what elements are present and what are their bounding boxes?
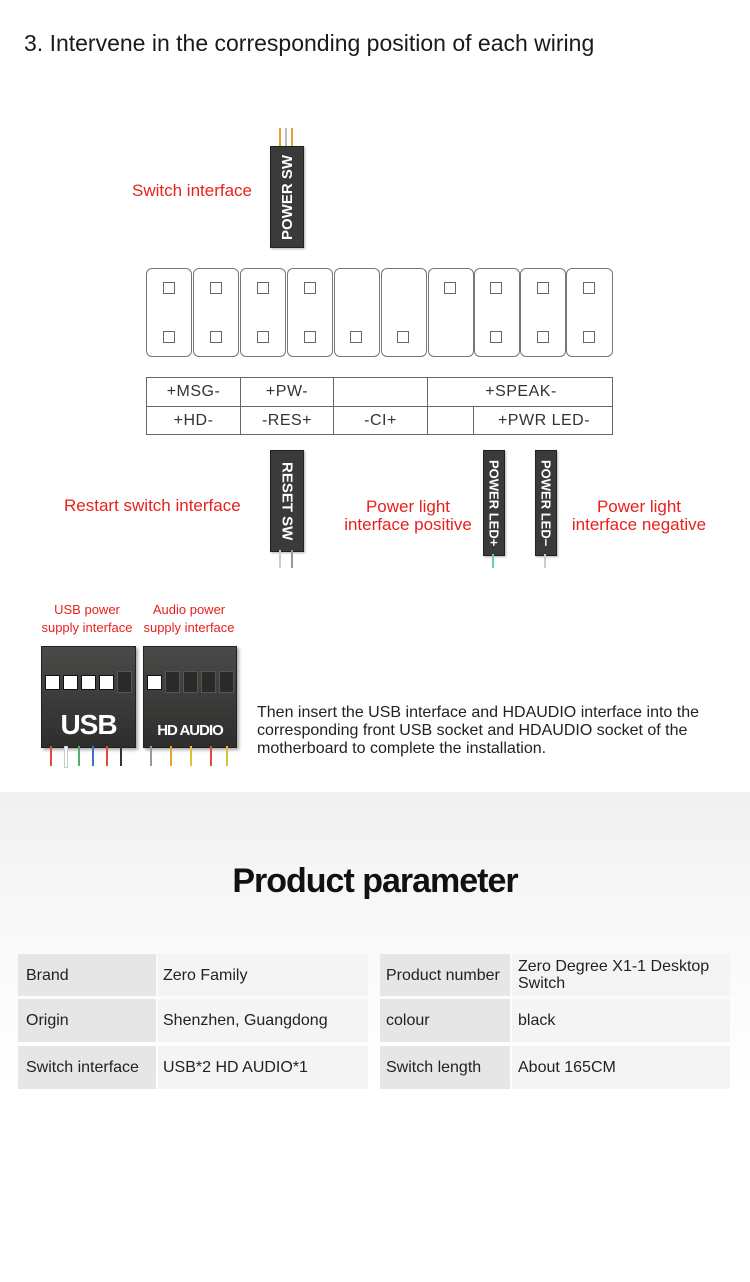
plug-groove xyxy=(219,671,234,693)
pin-label-pwr-led: +PWR LED- xyxy=(497,411,591,429)
pin-hole xyxy=(490,282,502,294)
power-led-plus-text: POWER LED+ xyxy=(486,459,502,547)
reset-sw-text: RESET SW xyxy=(278,461,296,541)
wire xyxy=(64,746,68,768)
pin-hole xyxy=(210,331,222,343)
step-title: 3. Intervene in the corresponding positi… xyxy=(24,30,595,56)
plug-groove xyxy=(201,671,216,693)
pin-hole xyxy=(583,282,595,294)
param-value: black xyxy=(512,999,730,1042)
power-led-plus-cable: POWER LED+ xyxy=(483,450,505,556)
power-light-negative-line1: Power light xyxy=(596,497,682,516)
audio-power-line2: supply interface xyxy=(143,620,235,635)
pin-hole xyxy=(444,282,456,294)
plug-pin xyxy=(45,675,60,690)
power-light-positive-label: Power light interface positive xyxy=(340,498,476,534)
wire xyxy=(279,128,281,148)
pin-hole xyxy=(210,282,222,294)
wire xyxy=(492,554,494,568)
power-light-positive-line2: interface positive xyxy=(344,515,472,534)
wire xyxy=(285,128,287,148)
param-value: USB*2 HD AUDIO*1 xyxy=(158,1046,368,1089)
wire xyxy=(106,746,108,766)
wire xyxy=(291,550,293,568)
usb-plug-text: USB xyxy=(60,709,117,740)
pin-hole xyxy=(397,331,409,343)
pin-label-msg: +MSG- xyxy=(147,378,241,406)
pin-hole xyxy=(163,331,175,343)
power-led-minus-cable: POWER LED− xyxy=(535,450,557,556)
pin-label-grid: +MSG- +PW- +SPEAK- +HD- -RES+ -CI+ +PWR … xyxy=(146,377,613,435)
wire xyxy=(291,128,293,148)
param-key: Switch length xyxy=(380,1046,510,1089)
pin-hole xyxy=(583,331,595,343)
pin-hole xyxy=(537,331,549,343)
pin-label-res: -RES+ xyxy=(241,407,334,434)
wire xyxy=(92,746,94,766)
audio-power-line1: Audio power xyxy=(152,602,226,617)
param-value: About 165CM xyxy=(512,1046,730,1089)
pin-hole xyxy=(257,282,269,294)
pin-slot xyxy=(381,268,427,357)
power-led-minus-text: POWER LED− xyxy=(538,459,554,547)
plug-groove xyxy=(117,671,132,693)
pin-hole xyxy=(304,282,316,294)
pin-label-speak: +SPEAK- xyxy=(485,383,557,400)
wire xyxy=(544,554,546,568)
plug-groove xyxy=(165,671,180,693)
plug-pin xyxy=(81,675,96,690)
plug-pin xyxy=(99,675,114,690)
param-value: Shenzhen, Guangdong xyxy=(158,999,368,1042)
pin-slot xyxy=(334,268,380,357)
usb-plug: USB xyxy=(41,646,136,748)
plug-pin xyxy=(63,675,78,690)
reset-sw-cable: RESET SW xyxy=(270,450,304,552)
installation-note: Then insert the USB interface and HDAUDI… xyxy=(257,704,699,757)
pin-hole xyxy=(490,331,502,343)
pin-hole xyxy=(350,331,362,343)
pin-label-empty xyxy=(334,378,428,406)
pin-label-hd: +HD- xyxy=(147,407,241,434)
wire xyxy=(226,746,228,766)
usb-power-line1: USB power xyxy=(54,602,120,617)
param-key: colour xyxy=(380,999,510,1042)
plug-pin xyxy=(147,675,162,690)
hdaudio-plug-text: HD AUDIO xyxy=(157,722,224,739)
pin-hole xyxy=(163,282,175,294)
power-sw-cable: POWER SW xyxy=(270,146,304,248)
wire xyxy=(150,746,152,766)
usb-power-line2: supply interface xyxy=(41,620,133,635)
restart-switch-label: Restart switch interface xyxy=(64,496,241,515)
param-key: Product number xyxy=(380,954,510,996)
power-light-negative-label: Power light interface negative xyxy=(566,498,712,534)
power-light-negative-line2: interface negative xyxy=(571,515,707,534)
usb-power-label: USB power supply interface xyxy=(36,601,138,637)
pin-hole xyxy=(257,331,269,343)
pin-label-pw: +PW- xyxy=(241,378,334,406)
wire xyxy=(170,746,172,766)
param-key: Brand xyxy=(18,954,156,996)
pin-hole xyxy=(537,282,549,294)
plug-groove xyxy=(183,671,198,693)
divider xyxy=(147,406,612,407)
power-light-positive-line1: Power light xyxy=(365,497,451,516)
param-value: Zero Family xyxy=(158,954,368,996)
audio-power-label: Audio power supply interface xyxy=(138,601,240,637)
wire xyxy=(120,746,122,766)
wire xyxy=(78,746,80,766)
pin-hole xyxy=(304,331,316,343)
param-key: Origin xyxy=(18,999,156,1042)
param-key: Switch interface xyxy=(18,1046,156,1089)
wire xyxy=(190,746,192,766)
wire xyxy=(279,550,281,568)
hdaudio-plug: HD AUDIO xyxy=(143,646,237,748)
pin-label-empty xyxy=(428,407,474,434)
param-title: Product parameter xyxy=(232,862,518,900)
switch-interface-label: Switch interface xyxy=(132,181,252,200)
param-value: Zero Degree X1-1 Desktop Switch xyxy=(512,954,730,996)
wire xyxy=(50,746,52,766)
wire xyxy=(210,746,212,766)
power-sw-text: POWER SW xyxy=(278,154,296,240)
pin-label-ci: -CI+ xyxy=(334,407,428,434)
